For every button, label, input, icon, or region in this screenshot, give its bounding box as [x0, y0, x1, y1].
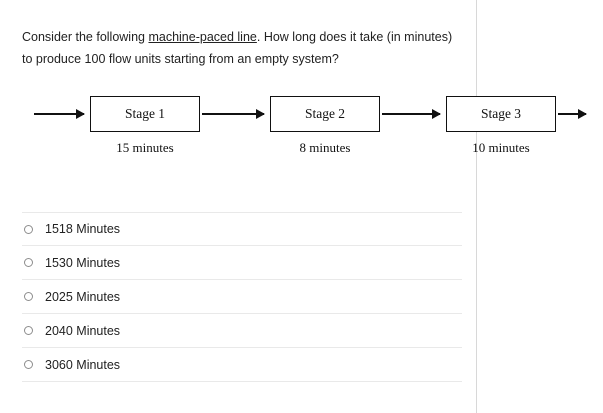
right-arrow-icon — [558, 109, 587, 119]
radio-button-icon[interactable] — [24, 360, 33, 369]
diagram-stage-2: Stage 2 — [270, 96, 380, 132]
right-arrow-icon — [202, 109, 265, 119]
diagram-stage-1-time: 15 minutes — [116, 140, 174, 155]
diagram-stage-3: Stage 3 — [446, 96, 556, 132]
radio-button-icon[interactable] — [24, 292, 33, 301]
question-suffix: . How long does it take (in minutes) to … — [22, 30, 453, 66]
answer-option-3[interactable]: 2025 Minutes — [22, 280, 462, 314]
right-arrow-icon — [34, 109, 85, 119]
question-text: Consider the following machine-paced lin… — [22, 26, 462, 70]
answer-option-2-label: 1530 Minutes — [45, 255, 121, 270]
radio-button-icon[interactable] — [24, 258, 33, 267]
question-prefix: Consider the following — [22, 30, 149, 44]
answer-option-1-label: 1518 Minutes — [45, 222, 121, 236]
answer-option-5[interactable]: 3060 Minutes — [22, 348, 462, 382]
content-column-divider — [476, 0, 477, 413]
diagram-stage-3-label: Stage 3 — [480, 106, 522, 121]
answer-option-2[interactable]: 1530 Minutes — [22, 246, 462, 280]
radio-button-icon[interactable] — [24, 224, 33, 234]
diagram-stage-2-label: Stage 2 — [304, 106, 346, 121]
process-flow-diagram: Stage 1 15 minutes Stage 2 8 minutes Sta… — [22, 90, 587, 170]
diagram-stage-2-time: 8 minutes — [299, 140, 351, 155]
diagram-stage-1-label: Stage 1 — [124, 106, 166, 121]
question-underlined-term: machine-paced line — [148, 30, 257, 44]
answer-options: 1518 Minutes 1530 Minutes 2025 Minutes 2… — [22, 212, 462, 382]
diagram-stage-1: Stage 1 — [90, 96, 200, 132]
answer-option-3-label: 2025 Minutes — [45, 289, 121, 304]
answer-option-4[interactable]: 2040 Minutes — [22, 314, 462, 348]
answer-option-5-label: 3060 Minutes — [45, 357, 121, 372]
right-arrow-icon — [382, 109, 441, 119]
radio-button-icon[interactable] — [24, 326, 33, 335]
answer-option-1[interactable]: 1518 Minutes — [22, 212, 462, 246]
answer-option-4-label: 2040 Minutes — [45, 323, 121, 338]
diagram-stage-3-time: 10 minutes — [472, 140, 530, 155]
